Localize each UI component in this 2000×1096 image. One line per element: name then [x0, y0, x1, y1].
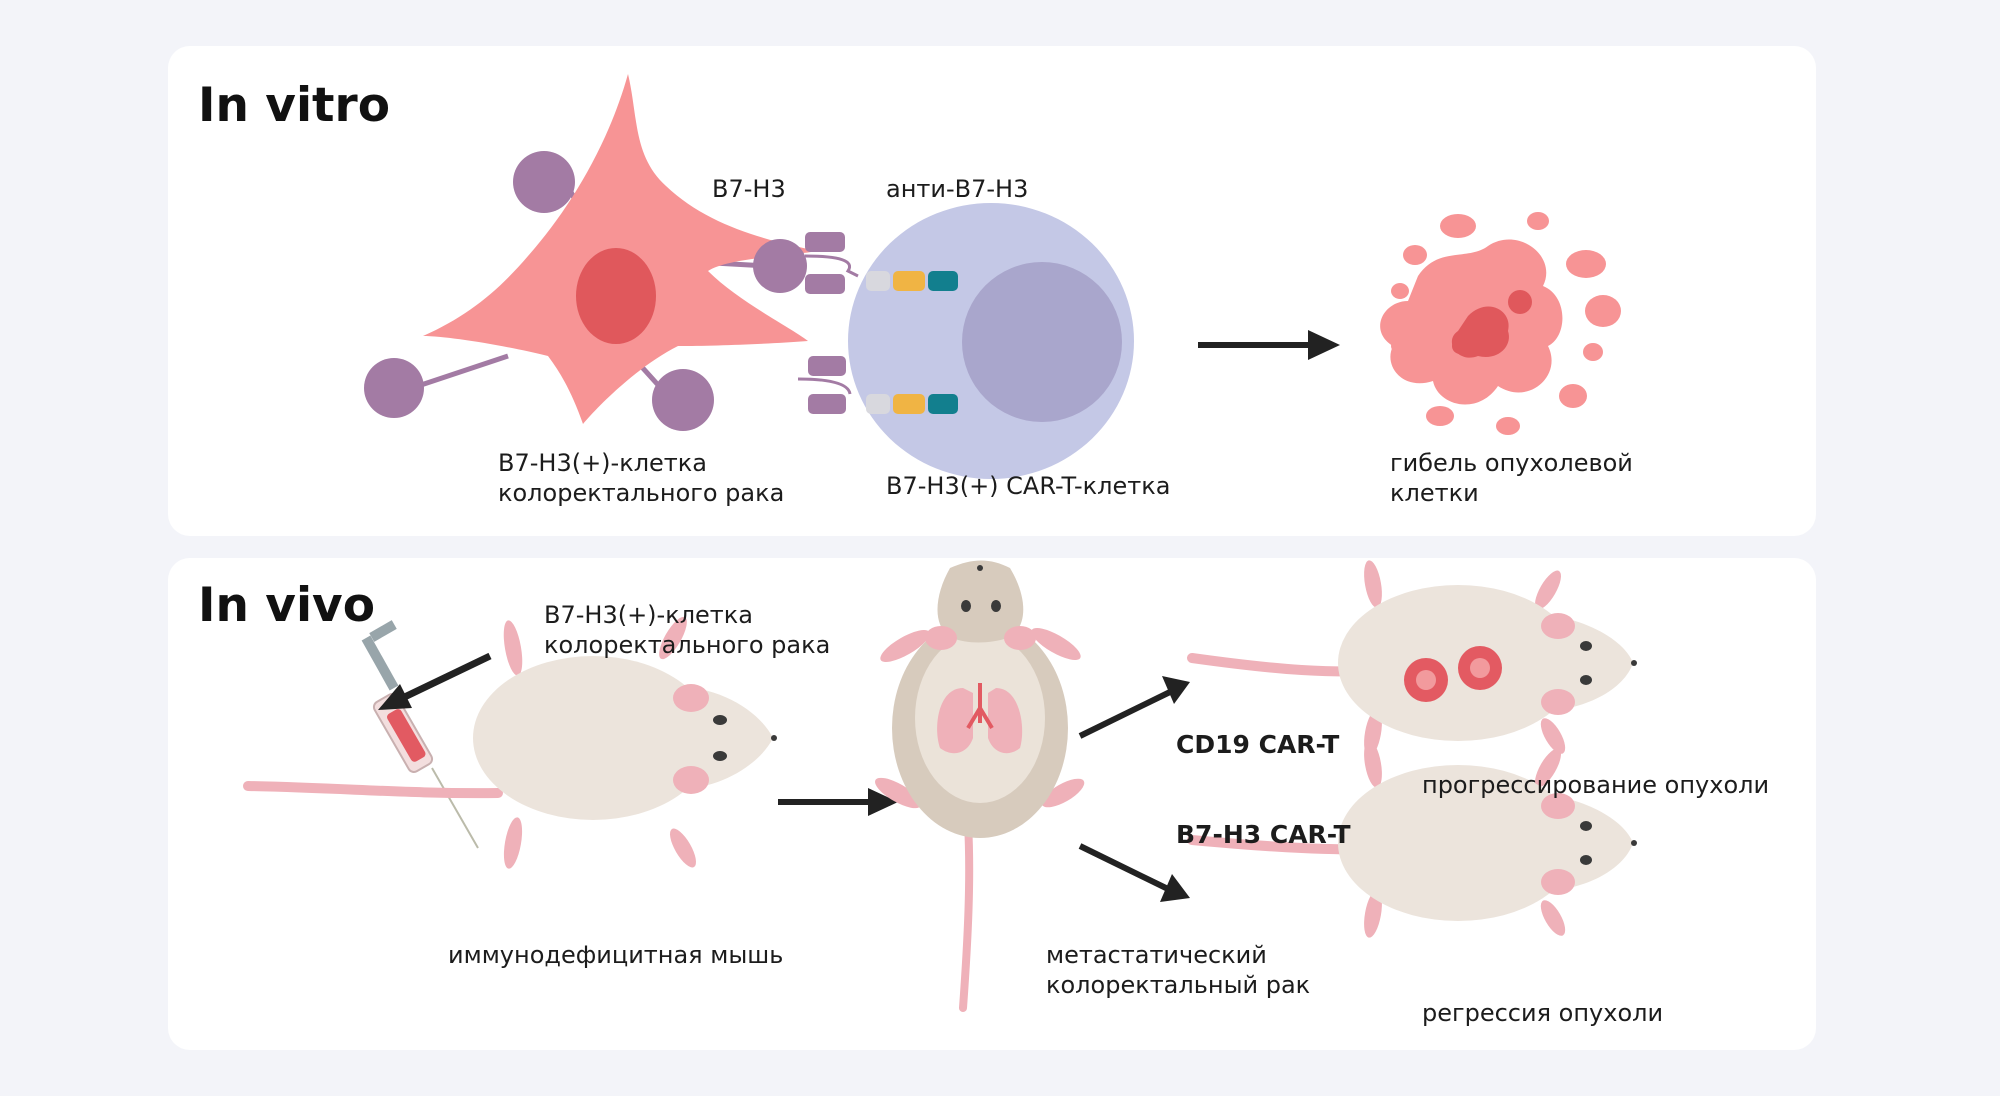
- inject-label-1: B7-H3(+)-клетка: [544, 601, 753, 629]
- receptor-blob: [513, 151, 575, 213]
- arrow-to-metastasis: [778, 788, 898, 816]
- b7h3-label: B7-H3: [712, 175, 786, 203]
- b7h3-cart-label: B7-H3 CAR-T: [1176, 820, 1351, 849]
- immunodeficient-mouse: [243, 616, 777, 869]
- tumor-mark: [1458, 646, 1502, 690]
- metastatic-label-1: метастатический: [1046, 941, 1267, 969]
- regression-label: регрессия опухоли: [1422, 999, 1664, 1027]
- in-vitro-illustration: [364, 74, 1621, 479]
- in-vitro-panel: In vitro: [168, 46, 1816, 536]
- car-t-cell-nucleus: [962, 262, 1122, 422]
- regression-mouse: [1187, 740, 1637, 938]
- mouse-label: иммунодефицитная мышь: [448, 941, 784, 969]
- arrow-to-b7h3: [1078, 843, 1190, 902]
- syringe-icon: [361, 620, 479, 849]
- metastatic-label-2: колоректальный рак: [1046, 971, 1311, 999]
- anti-b7h3-label: анти-B7-H3: [886, 175, 1029, 203]
- progression-mouse: [1187, 560, 1637, 757]
- metastatic-mouse: [875, 560, 1085, 1012]
- receptor-blob: [652, 369, 714, 431]
- in-vitro-title: In vitro: [198, 78, 390, 133]
- in-vivo-panel: In vivo: [168, 558, 1816, 1050]
- arrow-to-cd19: [1078, 676, 1190, 739]
- cell-death-label-2: клетки: [1390, 479, 1479, 507]
- in-vivo-title: In vivo: [198, 578, 375, 633]
- b7h3-antigen-bottom: [797, 356, 958, 414]
- injection-arrow: [378, 652, 492, 710]
- tumor-mark: [1404, 658, 1448, 702]
- progression-label: прогрессирование опухоли: [1422, 771, 1770, 799]
- cell-death-label-1: гибель опухолевой: [1390, 449, 1633, 477]
- receptor-blob: [364, 358, 424, 418]
- in-vivo-illustration: [243, 560, 1637, 1012]
- cancer-cell-nucleus: [576, 248, 656, 344]
- cancer-cell-label-1: B7-H3(+)-клетка: [498, 449, 707, 477]
- dying-tumor-cell: [1380, 212, 1621, 435]
- b7h3-antigen-top: [753, 232, 958, 294]
- cart-cell-label: B7-H3(+) CAR-T-клетка: [886, 472, 1171, 500]
- arrow-right: [1198, 330, 1340, 360]
- cancer-cell-label-2: колоректального рака: [498, 479, 785, 507]
- cd19-cart-label: CD19 CAR-T: [1176, 730, 1340, 759]
- inject-label-2: колоректального рака: [544, 631, 831, 659]
